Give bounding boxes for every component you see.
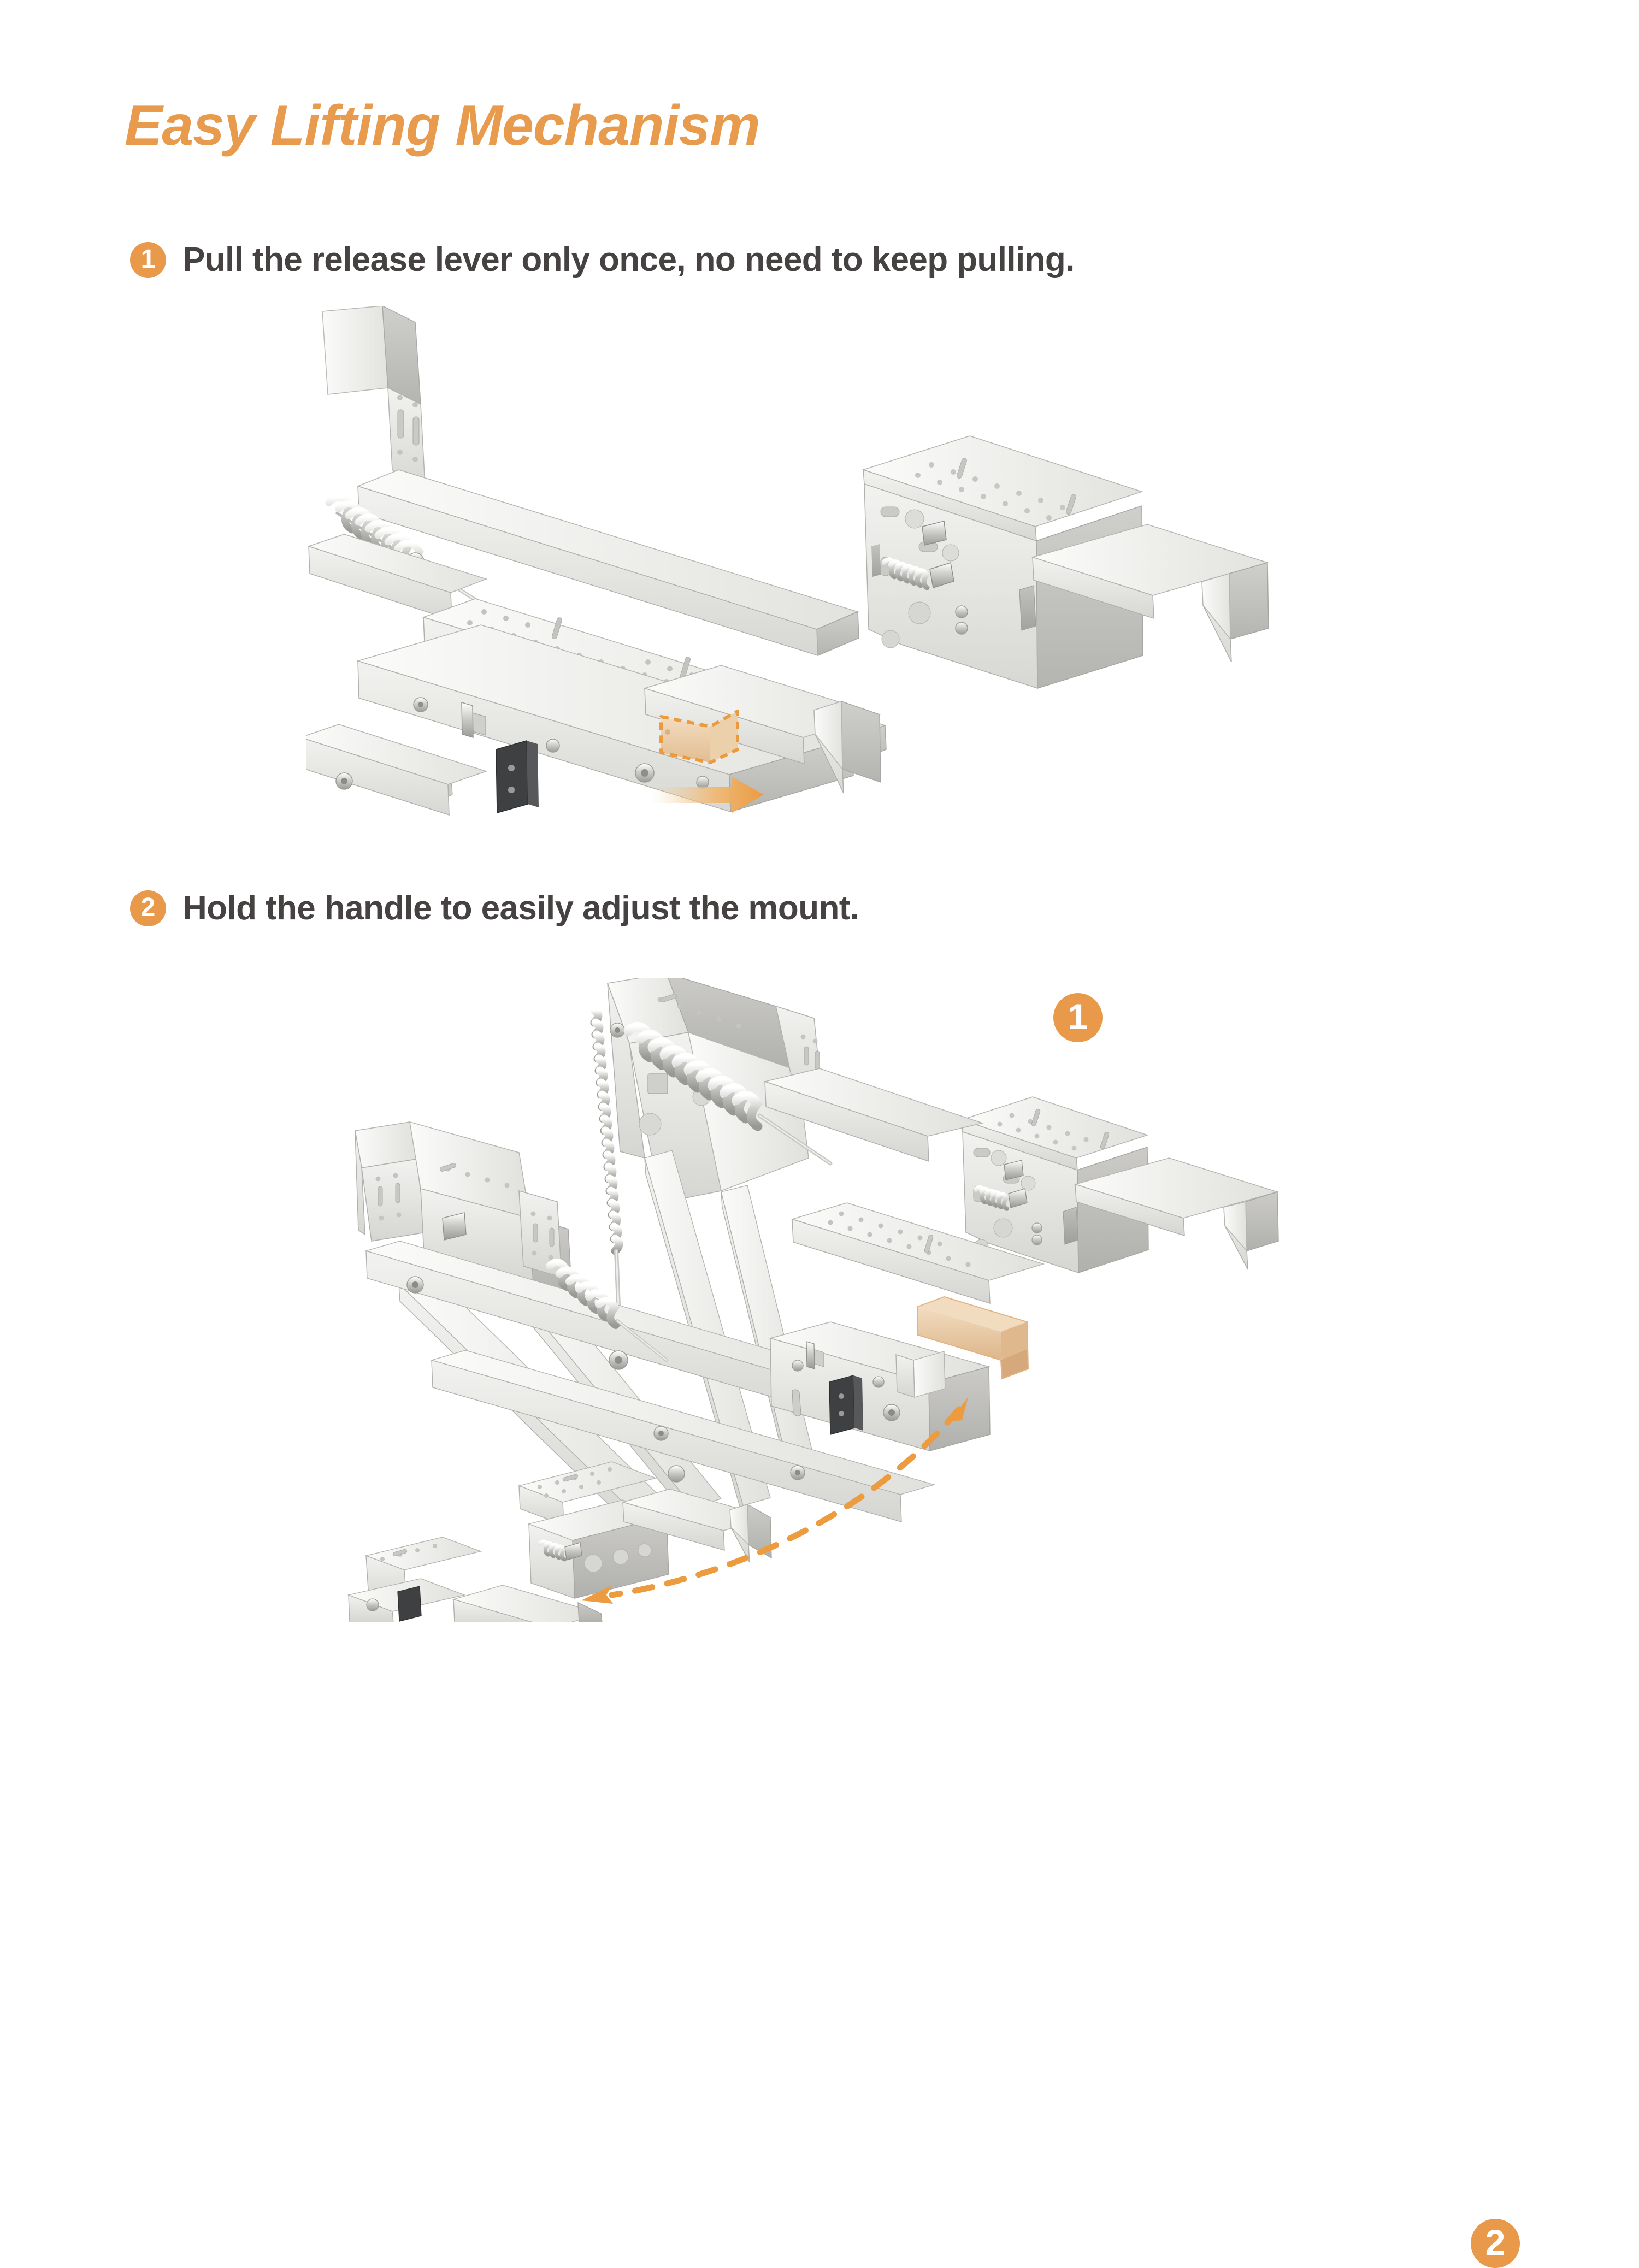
bottom-left-rail bbox=[306, 724, 488, 816]
handle-highlight bbox=[917, 1296, 1029, 1380]
step-text-1: Pull the release lever only once, no nee… bbox=[182, 241, 1075, 279]
upper-lift-arm bbox=[356, 469, 859, 657]
perforated-plate-2 bbox=[791, 1202, 1045, 1304]
lift-mechanism-raised-illustration: 2 bbox=[339, 978, 1520, 2268]
lower-left-bracket-assembly bbox=[347, 1537, 482, 1622]
upper-right-hook-bar bbox=[1031, 524, 1269, 663]
mid-right-rail-2 bbox=[430, 1350, 936, 1522]
motion-arc-arrow bbox=[609, 1406, 962, 1598]
coil-spring-upper-2 bbox=[623, 1021, 833, 1166]
release-lever-highlight bbox=[659, 710, 739, 764]
lower-left-rail bbox=[307, 534, 488, 621]
right-hook-bar-2 bbox=[1074, 1157, 1279, 1270]
callout-badge-1: 1 bbox=[1053, 993, 1103, 1042]
coil-spring-lower-2 bbox=[546, 1259, 668, 1362]
step-number-badge-1: 1 bbox=[130, 242, 166, 278]
wall-bracket-upper-left bbox=[322, 306, 431, 503]
lower-center-bracket bbox=[517, 1461, 669, 1599]
lower-left-hook-bar bbox=[452, 1585, 603, 1622]
arrow-head-down bbox=[581, 1585, 613, 1604]
callout-badge-2: 2 bbox=[1471, 2219, 1520, 2268]
latch-block-2 bbox=[829, 1375, 863, 1435]
step-text-2: Hold the handle to easily adjust the mou… bbox=[182, 889, 859, 927]
latch-block bbox=[496, 740, 539, 813]
step-number-badge-2: 2 bbox=[130, 890, 166, 926]
step-row-2: 2 Hold the handle to easily adjust the m… bbox=[130, 890, 859, 926]
arrow-head-up bbox=[950, 1397, 968, 1434]
hook-stub-2 bbox=[895, 1351, 946, 1398]
page-title: Easy Lifting Mechanism bbox=[125, 94, 760, 157]
internal-spring bbox=[881, 557, 954, 590]
lower-center-hook-bar bbox=[621, 1489, 772, 1563]
motion-arrow-right bbox=[651, 777, 764, 813]
upper-diagonal-beam bbox=[763, 1068, 984, 1162]
lift-mechanism-lowered-illustration: 1 bbox=[306, 306, 1289, 1042]
step-row-1: 1 Pull the release lever only once, no n… bbox=[130, 242, 1075, 278]
